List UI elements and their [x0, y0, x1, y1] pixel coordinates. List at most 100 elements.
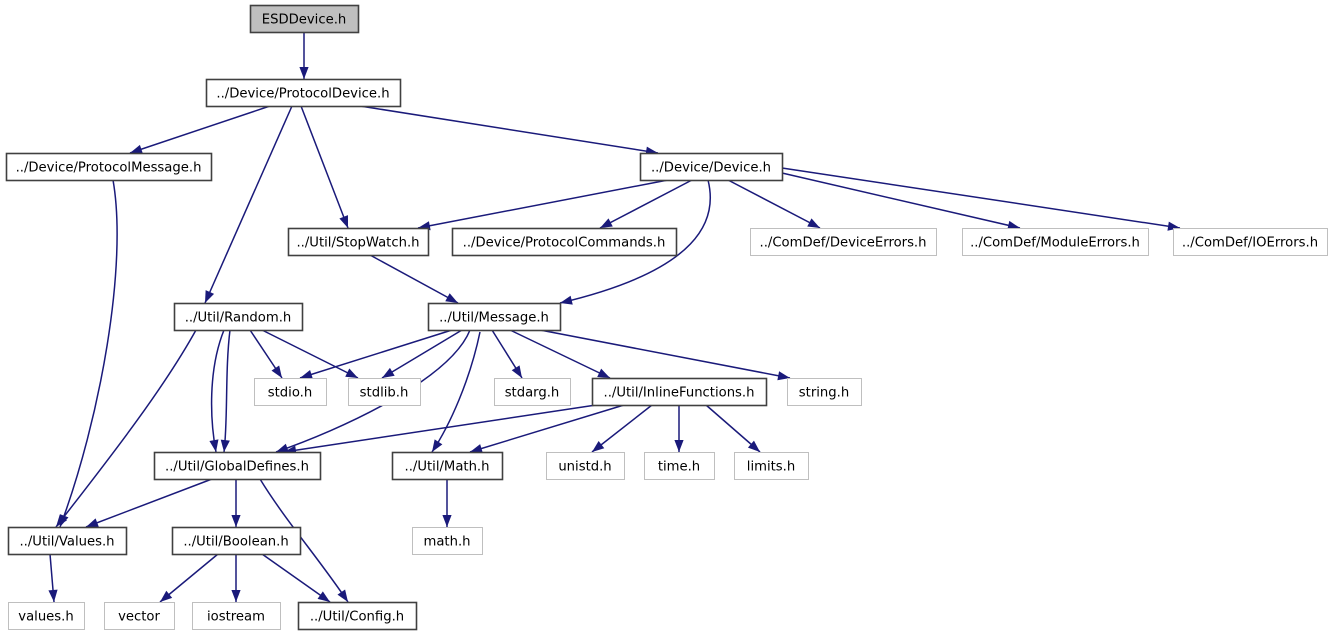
node-box-valuesh[interactable] [8, 602, 85, 630]
arrowhead [470, 444, 483, 453]
edge-stopwatch-to-message [369, 254, 459, 304]
node-box-inlinefunctions[interactable] [591, 377, 768, 407]
node-deviceerrors[interactable]: ../ComDef/DeviceErrors.h [750, 228, 937, 256]
node-protocolmessage[interactable]: ../Device/ProtocolMessage.h [5, 152, 213, 182]
node-box-math[interactable] [391, 451, 504, 481]
edge-globaldefines-to-values [85, 478, 213, 528]
edge-globaldefines-to-config [259, 478, 349, 603]
node-box-iostream[interactable] [192, 602, 281, 630]
node-box-mathh[interactable] [412, 527, 483, 555]
node-label-random: ../Util/Random.h [185, 311, 292, 326]
edge-protocoldevice-to-stopwatch [300, 105, 349, 229]
node-box-stdarg[interactable] [494, 378, 571, 406]
node-string[interactable]: string.h [787, 378, 862, 406]
node-box-boolean[interactable] [171, 526, 302, 556]
node-moduleerrors[interactable]: ../ComDef/ModuleErrors.h [962, 228, 1149, 256]
node-message[interactable]: ../Util/Message.h [427, 302, 562, 332]
arrowhead [48, 589, 58, 602]
node-inlinefunctions[interactable]: ../Util/InlineFunctions.h [591, 377, 768, 407]
node-box-limits[interactable] [734, 452, 809, 480]
node-label-device: ../Device/Device.h [651, 161, 771, 176]
arrowhead [747, 440, 760, 452]
node-ioerrors[interactable]: ../ComDef/IOErrors.h [1173, 228, 1328, 256]
edge-inlinefunctions-to-unistd [591, 404, 653, 453]
node-box-protocolcommands[interactable] [451, 227, 678, 257]
node-mathh[interactable]: math.h [412, 527, 483, 555]
node-label-protocoldevice: ../Device/ProtocolDevice.h [216, 87, 389, 102]
node-box-moduleerrors[interactable] [962, 228, 1149, 256]
node-box-protocolmessage[interactable] [5, 152, 213, 182]
node-stdarg[interactable]: stdarg.h [494, 378, 571, 406]
node-box-config[interactable] [297, 601, 418, 631]
arrowhead [600, 218, 613, 228]
node-vector[interactable]: vector [104, 602, 175, 630]
node-box-message[interactable] [427, 302, 562, 332]
node-box-unistd[interactable] [546, 452, 625, 480]
arrowhead [130, 144, 143, 154]
node-label-stdio: stdio.h [268, 386, 312, 401]
node-box-device[interactable] [639, 152, 784, 182]
node-iostream[interactable]: iostream [192, 602, 281, 630]
node-box-globaldefines[interactable] [153, 451, 322, 481]
node-esddevice[interactable]: ESDDevice.h [249, 4, 360, 34]
node-box-vector[interactable] [104, 602, 175, 630]
node-globaldefines[interactable]: ../Util/GlobalDefines.h [153, 451, 322, 481]
node-label-protocolmessage: ../Device/ProtocolMessage.h [16, 161, 202, 176]
arrowhead [511, 365, 522, 378]
arrowhead [160, 590, 173, 602]
edge-device-to-stopwatch [417, 179, 669, 231]
arrowhead [337, 589, 348, 602]
node-label-math: ../Util/Math.h [405, 460, 490, 475]
node-box-time[interactable] [644, 452, 715, 480]
node-box-stdio[interactable] [254, 378, 327, 406]
arrowhead [220, 439, 230, 452]
node-label-globaldefines: ../Util/GlobalDefines.h [165, 460, 309, 475]
node-time[interactable]: time.h [644, 452, 715, 480]
node-label-config: ../Util/Config.h [310, 610, 404, 625]
arrowhead [592, 440, 605, 452]
node-label-deviceerrors: ../ComDef/DeviceErrors.h [760, 236, 927, 251]
node-stdlib[interactable]: stdlib.h [348, 378, 421, 406]
node-limits[interactable]: limits.h [734, 452, 809, 480]
edge-boolean-to-iostream [231, 554, 241, 602]
node-math[interactable]: ../Util/Math.h [391, 451, 504, 481]
node-box-stopwatch[interactable] [287, 227, 430, 257]
node-box-stdlib[interactable] [348, 378, 421, 406]
node-box-values[interactable] [7, 526, 128, 556]
node-unistd[interactable]: unistd.h [546, 452, 625, 480]
node-protocolcommands[interactable]: ../Device/ProtocolCommands.h [451, 227, 678, 257]
node-box-string[interactable] [787, 378, 862, 406]
edge-inlinefunctions-to-math [469, 404, 625, 453]
node-label-message: ../Util/Message.h [439, 311, 549, 326]
node-label-ioerrors: ../ComDef/IOErrors.h [1182, 236, 1318, 251]
edge-device-to-protocolcommands [599, 179, 693, 229]
edge-protocoldevice-to-protocolmessage [129, 105, 271, 154]
arrowhead [674, 440, 684, 452]
node-label-mathh: math.h [423, 535, 470, 550]
edge-message-to-inlinefunctions [509, 329, 611, 379]
node-box-ioerrors[interactable] [1173, 228, 1328, 256]
arrowhead [276, 443, 289, 453]
node-stopwatch[interactable]: ../Util/StopWatch.h [287, 227, 430, 257]
node-box-random[interactable] [173, 302, 304, 332]
node-valuesh[interactable]: values.h [8, 602, 85, 630]
node-label-unistd: unistd.h [558, 460, 611, 475]
node-boolean[interactable]: ../Util/Boolean.h [171, 526, 302, 556]
node-box-deviceerrors[interactable] [750, 228, 937, 256]
edge-device-to-ioerrors [781, 167, 1181, 231]
node-protocoldevice[interactable]: ../Device/ProtocolDevice.h [205, 78, 402, 108]
node-random[interactable]: ../Util/Random.h [173, 302, 304, 332]
node-box-protocoldevice[interactable] [205, 78, 402, 108]
edge-boolean-to-vector [159, 553, 219, 603]
node-label-string: string.h [799, 386, 849, 401]
node-values[interactable]: ../Util/Values.h [7, 526, 128, 556]
node-label-stopwatch: ../Util/StopWatch.h [296, 236, 419, 251]
node-stdio[interactable]: stdio.h [254, 378, 327, 406]
arrowhead [432, 439, 443, 452]
node-device[interactable]: ../Device/Device.h [639, 152, 784, 182]
node-config[interactable]: ../Util/Config.h [297, 601, 418, 631]
node-label-vector: vector [118, 610, 160, 625]
node-box-esddevice[interactable] [249, 4, 360, 34]
